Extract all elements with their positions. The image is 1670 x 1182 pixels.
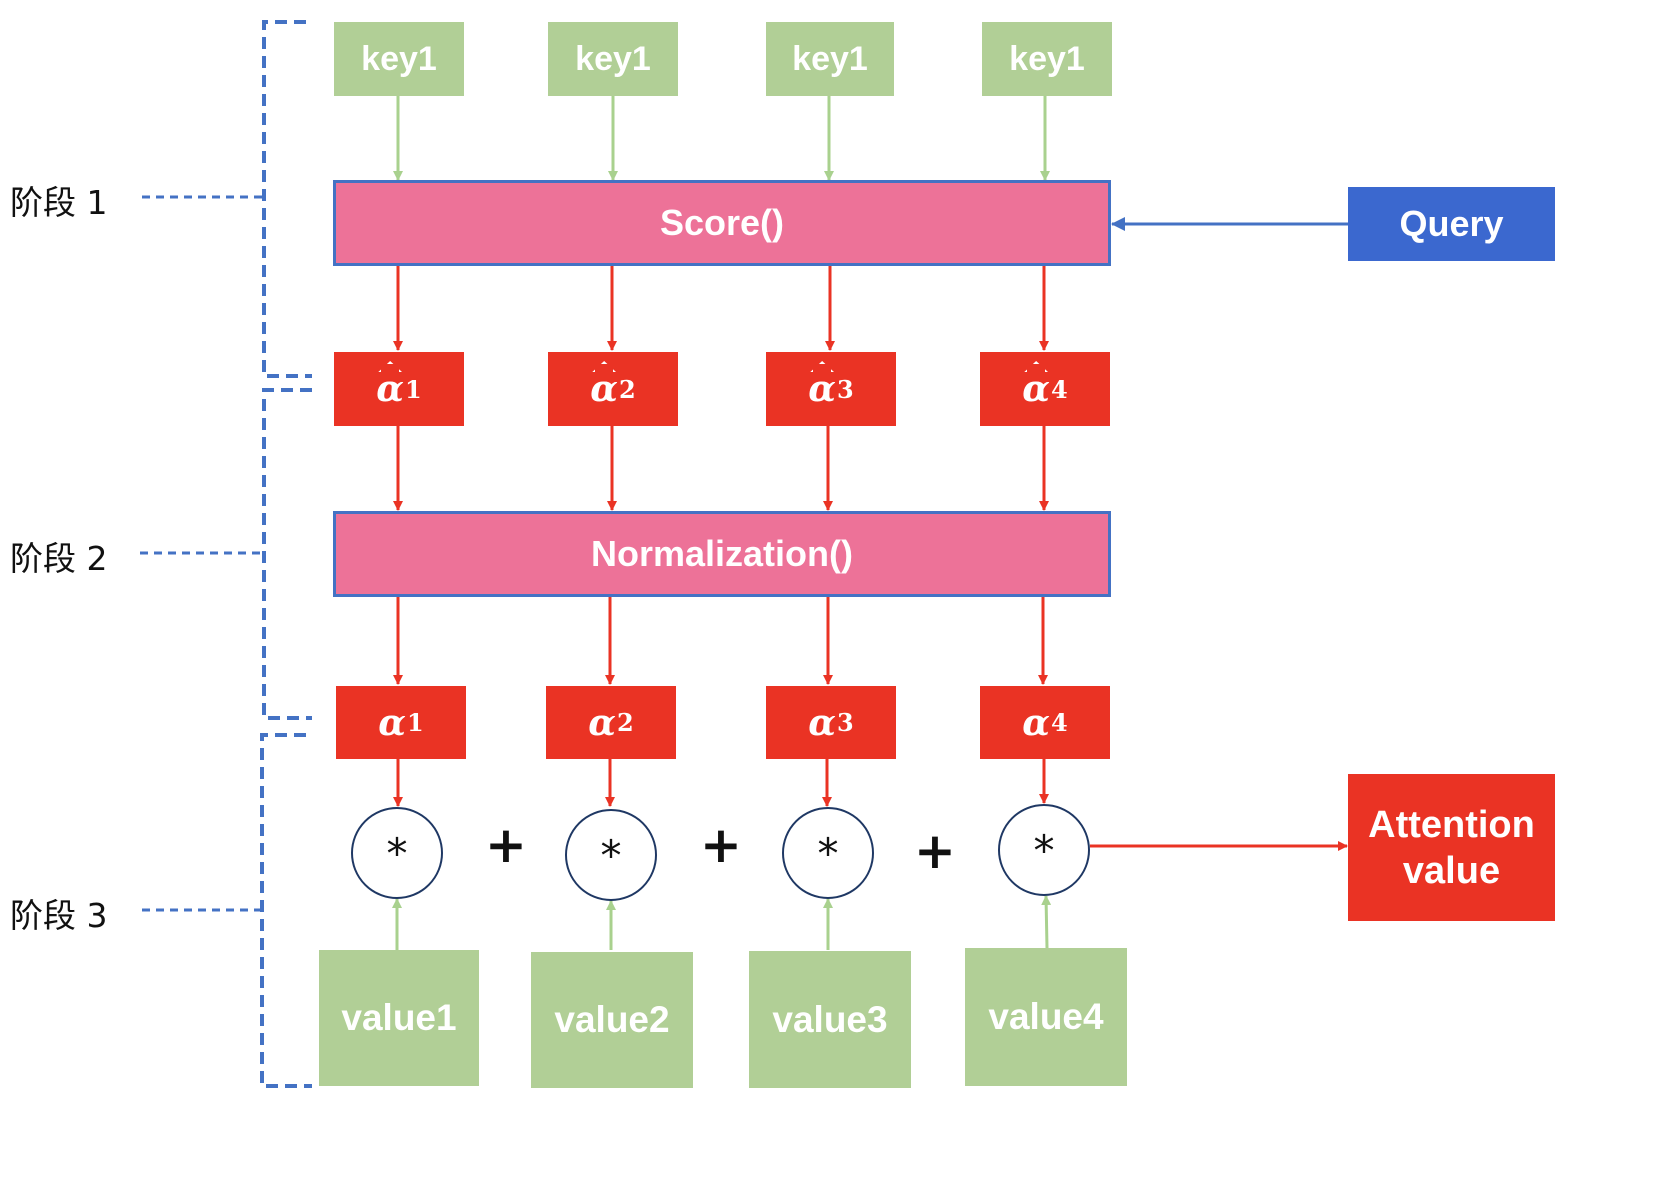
attention-value-line-2: value — [1402, 849, 1501, 892]
query-box: Query — [1348, 187, 1555, 261]
alpha-index: 2 — [617, 708, 634, 737]
attention-value-line-1: Attention — [1368, 803, 1535, 846]
alpha-symbol: α — [808, 701, 836, 744]
alpha-hat-index: 2 — [619, 374, 636, 404]
alpha-hat-symbol: α — [376, 368, 404, 410]
stage-1-bracket — [142, 20, 312, 378]
stage-1-label: 阶段 1 — [10, 183, 108, 222]
multiply-node: * — [998, 804, 1090, 896]
alpha-hat-symbol: α — [1022, 368, 1050, 410]
alpha-to-multiply-arrows — [393, 759, 1049, 807]
value-box: value2 — [531, 952, 693, 1088]
plus-sign: + — [485, 816, 527, 874]
stage-2-label: 阶段 2 — [10, 539, 108, 578]
stage-2-bracket — [140, 388, 312, 720]
attention-diagram: 阶段 1 阶段 2 阶段 3 key1 key1 key1 key1 Score… — [0, 0, 1568, 1110]
alpha-hat-index: 3 — [837, 374, 854, 404]
normalization-to-alpha-arrows — [393, 597, 1048, 685]
normalization-function-box: Normalization() — [333, 511, 1111, 597]
alpha-symbol: α — [378, 701, 406, 744]
plus-sign: + — [914, 822, 956, 880]
score-to-alpha-hat-arrows — [393, 266, 1049, 351]
connector-layer — [140, 20, 1348, 1088]
key-box: key1 — [766, 22, 894, 96]
attention-value-box: Attention value — [1348, 774, 1555, 921]
key-box: key1 — [548, 22, 678, 96]
key-to-score-arrows — [393, 96, 1050, 181]
key-box: key1 — [334, 22, 464, 96]
stage-3-bracket — [142, 733, 312, 1088]
multiply-node: * — [351, 807, 443, 899]
alpha-hat-index: 4 — [1051, 374, 1068, 404]
alpha-symbol: α — [588, 701, 616, 744]
plus-sign: + — [700, 816, 742, 874]
value-box: value1 — [319, 950, 479, 1086]
alpha-hat-to-normalization-arrows — [393, 426, 1049, 511]
alpha-hat-index: 1 — [405, 374, 422, 404]
score-function-box: Score() — [333, 180, 1111, 266]
key-box: key1 — [982, 22, 1112, 96]
multiply-node: * — [782, 807, 874, 899]
value-to-multiply-arrows — [392, 895, 1052, 950]
alpha-hat-symbol: α — [808, 368, 836, 410]
multiply-node: * — [565, 809, 657, 901]
alpha-index: 1 — [407, 708, 424, 737]
alpha-symbol: α — [1022, 701, 1050, 744]
value-box: value4 — [965, 948, 1127, 1086]
alpha-index: 3 — [837, 708, 854, 737]
alpha-index: 4 — [1051, 708, 1068, 737]
value-box: value3 — [749, 951, 911, 1088]
alpha-hat-symbol: α — [590, 368, 618, 410]
stage-3-label: 阶段 3 — [10, 896, 108, 935]
